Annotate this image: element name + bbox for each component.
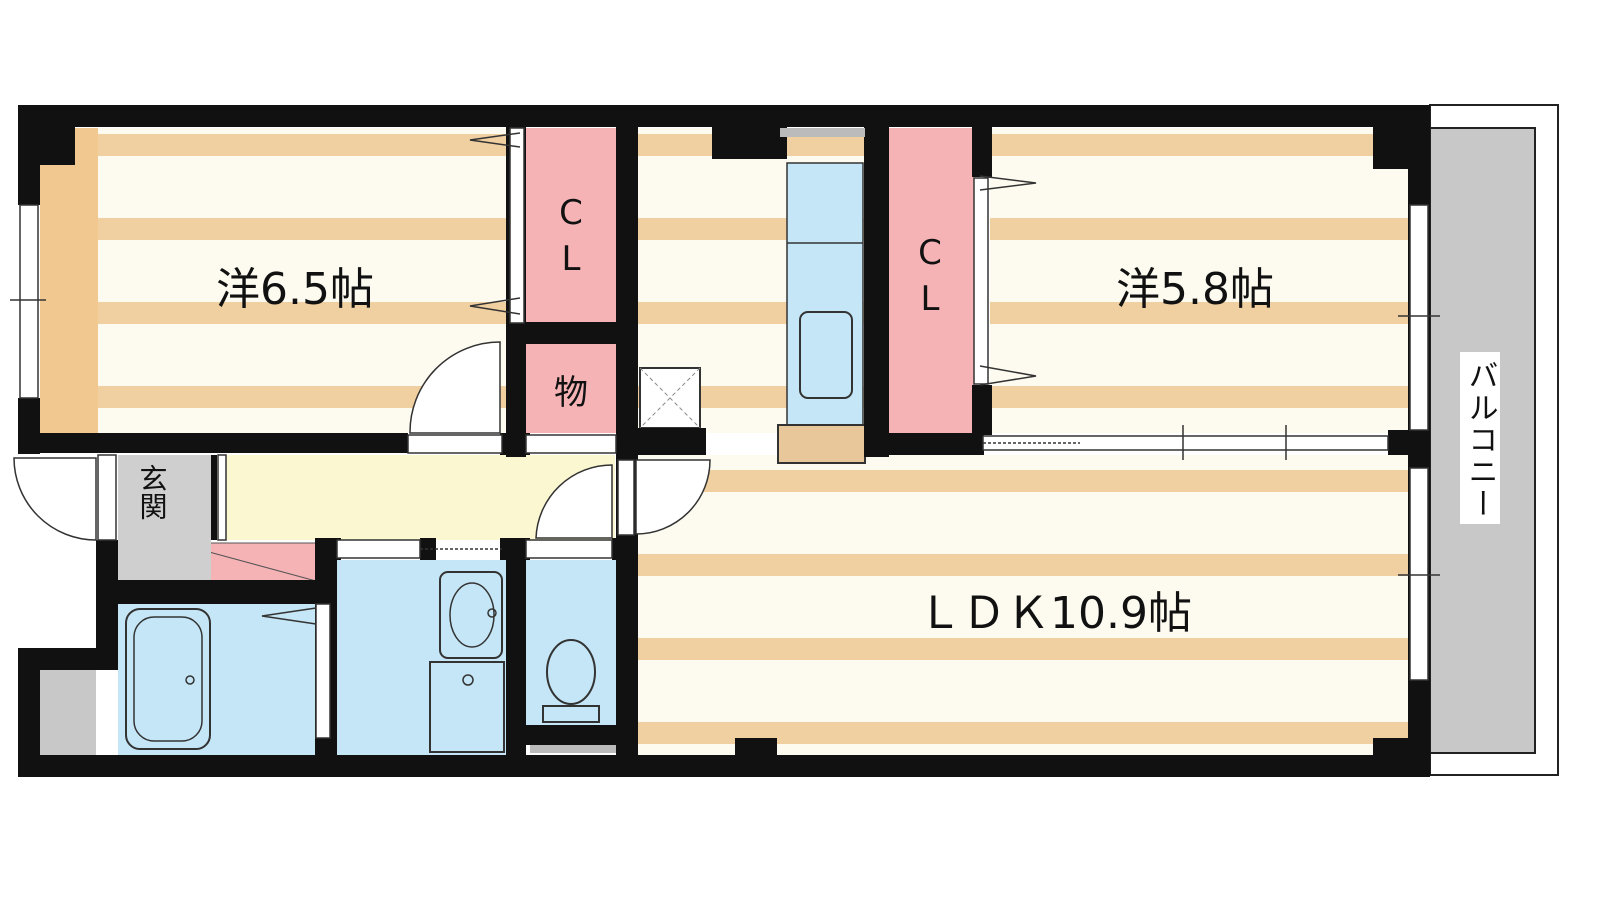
washing-machine-drain: [462, 674, 474, 686]
closet-2-label-c: C: [918, 233, 942, 273]
washbasin-tap: [487, 608, 497, 618]
bathtub-inner: [133, 616, 203, 742]
window-marks: [10, 132, 1440, 625]
balcony-label: バルコニー: [1463, 360, 1498, 520]
wood-floor-strip: [40, 128, 98, 433]
balcony-label-bg: [1460, 352, 1500, 524]
closet-2: [888, 128, 974, 433]
closet-1: [526, 128, 618, 323]
washbasin-bowl: [449, 582, 495, 648]
storage-label: 物: [554, 373, 588, 413]
doors: [13, 341, 711, 541]
closet-2-label-l: L: [921, 279, 940, 319]
room-floor-western-2: [990, 128, 1410, 433]
vent-north: [780, 128, 865, 137]
washing-machine: [429, 661, 505, 753]
refrigerator-cross-2: [639, 367, 701, 429]
bathtub-drain: [185, 675, 195, 685]
vent-toilet: [530, 745, 616, 753]
entrance-floor: [118, 455, 211, 582]
storage-room: [526, 343, 618, 433]
bathtub: [125, 608, 211, 750]
room-label-ldk: ＬＤＫ10.9帖: [918, 588, 1192, 639]
kitchen-sink: [799, 311, 853, 399]
closet-1-label-l: L: [562, 239, 581, 279]
kitchen-cabinet: [777, 424, 866, 464]
closet-1-label-c: C: [559, 193, 583, 233]
meter-box: [40, 670, 96, 755]
ldk-floor: [636, 455, 1410, 755]
room-label-western-1: 洋6.5帖: [216, 264, 374, 315]
room-label-western-2: 洋5.8帖: [1116, 264, 1274, 315]
entrance-label: 玄関: [136, 464, 169, 520]
toilet-tank: [542, 705, 600, 723]
windows: [19, 127, 1429, 739]
toilet-bowl: [546, 639, 596, 705]
